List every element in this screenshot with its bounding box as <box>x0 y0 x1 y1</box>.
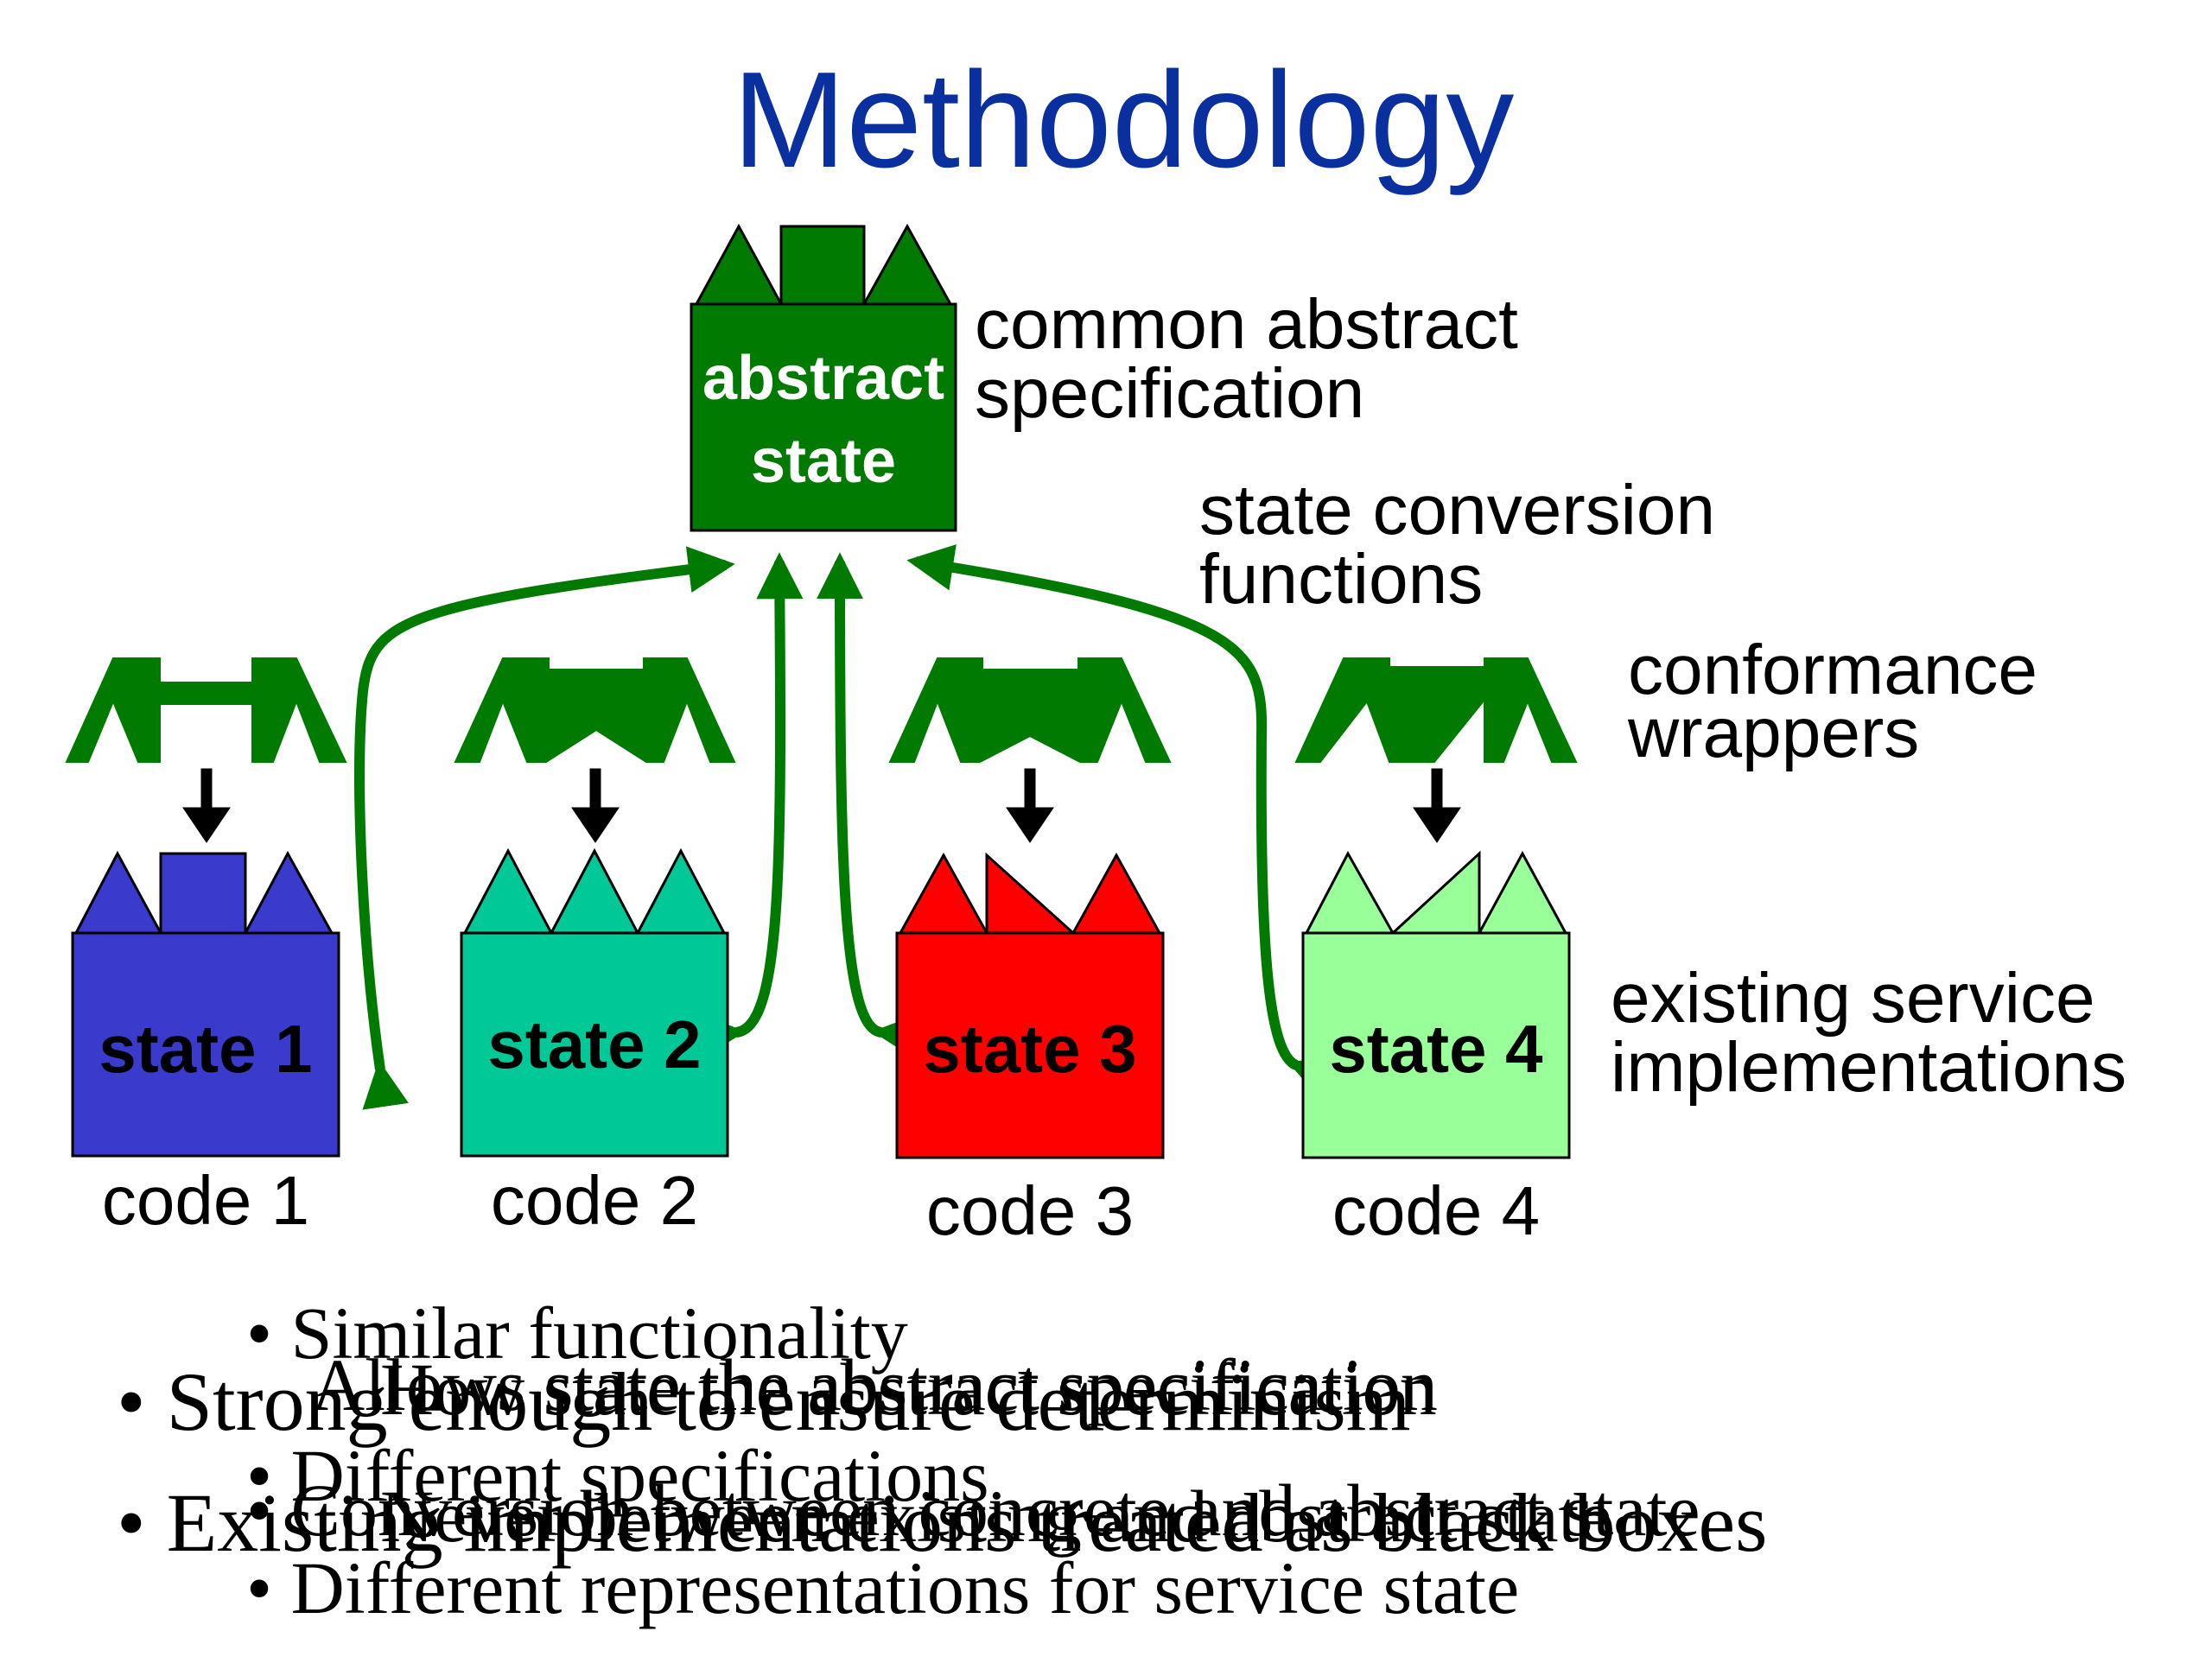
abstract-state-label-line1: abstract <box>702 344 945 413</box>
conversion-label-line1: state conversion <box>1199 471 1716 549</box>
impl-label-line2: implementations <box>1611 1028 2127 1107</box>
bullet-level2-3: • Different specifications <box>246 1434 989 1517</box>
conformance-wrapper-4 <box>1294 657 1578 763</box>
state-2-label: state 2 <box>487 1006 702 1082</box>
conformance-wrapper-2 <box>454 657 736 763</box>
state-2-node <box>460 847 729 1158</box>
code-4-label: code 4 <box>1332 1172 1541 1249</box>
conversion-arrow-1 <box>354 546 735 1110</box>
spec-label-line1: common abstract <box>975 285 1518 364</box>
conformance-wrapper-3 <box>888 657 1172 763</box>
state-3-label: state 3 <box>923 1011 1137 1087</box>
spec-label-line2: specification <box>975 354 1365 433</box>
down-arrow-icon <box>182 768 231 843</box>
code-3-label: code 3 <box>925 1172 1135 1249</box>
impl-label-line1: existing service <box>1611 959 2095 1038</box>
bullet-level1-0: • Strong enough to ensure determinism <box>117 1355 1411 1448</box>
bullet-level2-4: • Conversion between concrete and abstra… <box>246 1469 1700 1552</box>
code-1-label: code 1 <box>101 1162 310 1239</box>
abstract-state-label-line2: state <box>750 427 897 496</box>
wrapper-label-line1: conformance <box>1628 631 2038 709</box>
wrapper-label-line2: wrappers <box>1628 694 1920 772</box>
conversion-arrow-4 <box>906 544 1340 1101</box>
bullet-level2-1: Allows state the abstract specification <box>311 1343 1438 1426</box>
state-conversion-arrows <box>354 544 1340 1110</box>
down-arrow-icon <box>571 768 620 843</box>
conversion-label-line2: functions <box>1199 540 1484 619</box>
conversion-arrow-2 <box>696 552 804 1060</box>
bullet-level2-0: • Similar functionality <box>246 1292 908 1374</box>
wrapper-arrows <box>182 768 1461 843</box>
state-1-label: state 1 <box>99 1011 313 1087</box>
state-1-node <box>71 850 340 1158</box>
state-4-label: state 4 <box>1329 1011 1543 1087</box>
bullet-level2-2: How state the abstract specification <box>380 1348 1437 1431</box>
slide-title: Methodology <box>732 44 1515 196</box>
bullet-level2-6: • Different representations for service … <box>246 1546 1520 1629</box>
abstract-state-node <box>690 223 957 532</box>
conformance-wrapper-1 <box>65 657 347 763</box>
state-3-node <box>895 852 1165 1159</box>
down-arrow-icon <box>1413 768 1461 843</box>
state-4-node <box>1301 850 1571 1159</box>
down-arrow-icon <box>1006 768 1054 843</box>
conversion-arrow-3 <box>817 552 922 1060</box>
code-2-label: code 2 <box>490 1162 699 1239</box>
bullet-level1-1: • Existing implementations treated as bl… <box>117 1476 1768 1569</box>
bullet-level2-5: Never between existing and abstract stat… <box>380 1475 1612 1558</box>
